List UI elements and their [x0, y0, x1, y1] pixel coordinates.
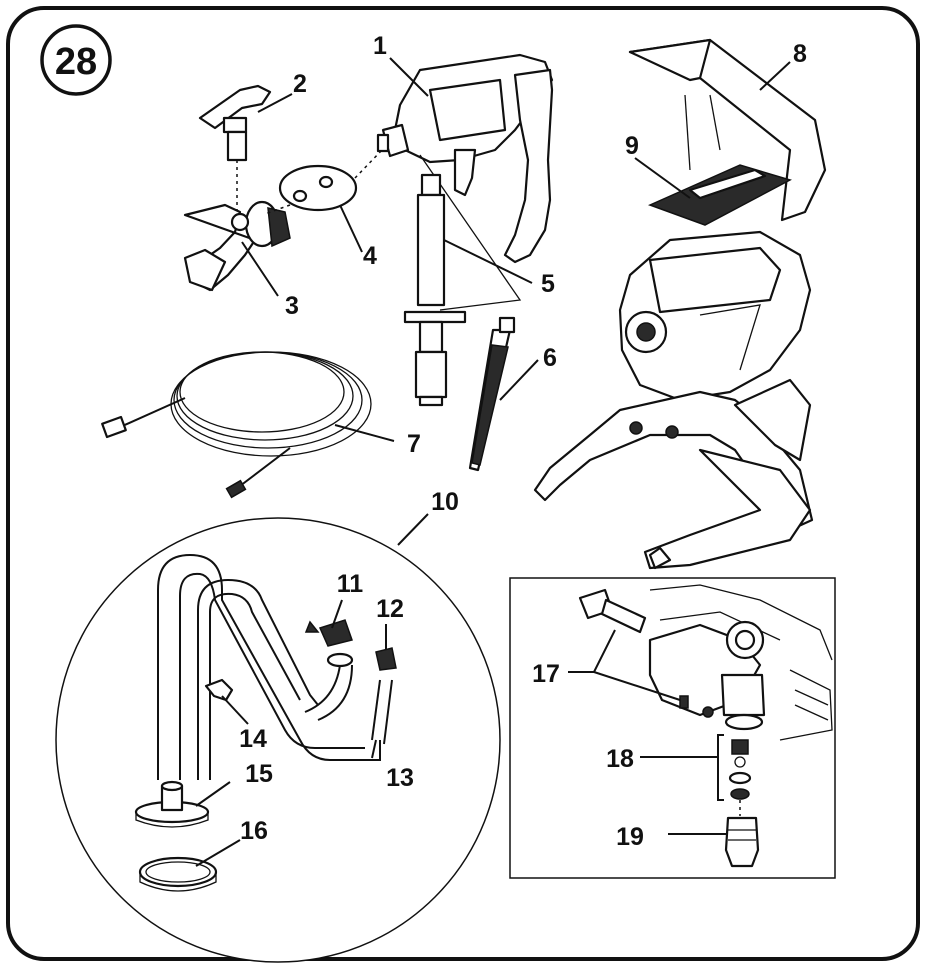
sprayer-main-unit: [533, 230, 814, 570]
label-part-4: 4: [363, 242, 377, 270]
leader-lines: [195, 57, 791, 867]
label-part-16: 16: [240, 817, 268, 845]
seal-gasket: [264, 149, 383, 215]
label-part-7: 7: [407, 430, 421, 458]
suction-set-circle: [55, 517, 501, 963]
label-part-10: 10: [431, 488, 459, 516]
label-part-3: 3: [285, 292, 299, 320]
label-part-17: 17: [532, 660, 560, 688]
label-part-1: 1: [373, 32, 387, 60]
tip-guard: [183, 200, 291, 292]
label-part-15: 15: [245, 760, 273, 788]
label-part-9: 9: [625, 132, 639, 160]
label-part-5: 5: [541, 270, 555, 298]
label-part-12: 12: [376, 595, 404, 623]
label-part-2: 2: [293, 70, 307, 98]
label-part-13: 13: [386, 764, 414, 792]
spray-gun: [376, 53, 554, 311]
suction-filter: [468, 316, 516, 472]
gun-filter-rod: [403, 193, 467, 407]
step-badge: 28: [40, 24, 112, 96]
label-part-11: 11: [337, 570, 364, 598]
filter-grid: [647, 164, 792, 226]
detail-inset: [509, 577, 836, 879]
label-part-6: 6: [543, 344, 557, 372]
label-part-8: 8: [793, 40, 807, 68]
label-part-19: 19: [616, 823, 644, 851]
cover-lid: [628, 38, 827, 222]
label-part-14: 14: [239, 725, 267, 753]
step-badge-number: 28: [55, 41, 97, 83]
label-part-18: 18: [606, 745, 634, 773]
high-pressure-hose: [101, 351, 372, 499]
part-labels: 1 2 3 4 5 6 7 8 9 10 11 12 13 14 15 16 1…: [239, 32, 807, 851]
spray-tip: [198, 84, 272, 210]
